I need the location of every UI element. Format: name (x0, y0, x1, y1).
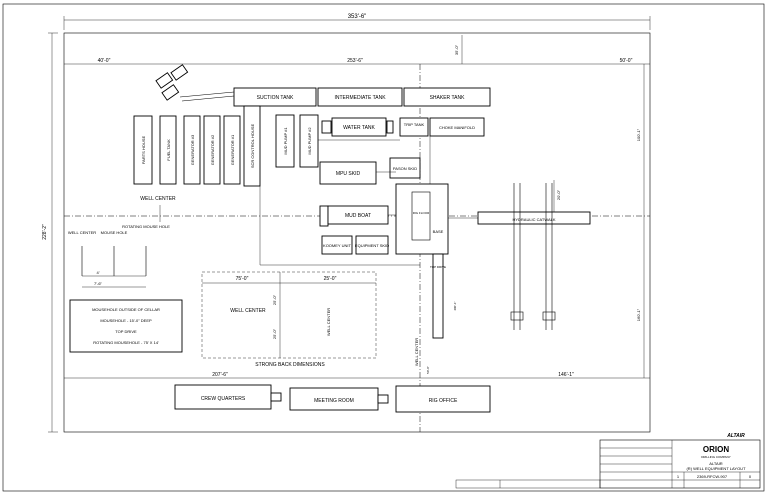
dim-top-vertical: 35'-0" (454, 44, 459, 55)
parts-house (133, 115, 153, 185)
dim-overall-width: 353'-6" (348, 14, 367, 20)
dim-right-lower: 160'-1" (636, 308, 641, 321)
top-drive-rail (432, 253, 444, 339)
dim-bottom-right: 146'-1" (558, 372, 574, 378)
dim-catwalk-offset: 20'-0" (556, 189, 561, 200)
pason-skid (389, 157, 421, 179)
generator-3-label: GENERATOR #3 (190, 134, 195, 165)
rig-office-label: RIG OFFICE (429, 398, 458, 404)
water-tank-label: WATER TANK (343, 125, 375, 131)
shaker-tank-label: SHAKER TANK (430, 95, 465, 101)
rig-floor-label: RIG FLOOR (413, 211, 430, 215)
dim-mh-h2: 7'-6" (94, 281, 103, 286)
fuel-tank-label: FUEL TANK (166, 139, 171, 161)
mud-pump-2 (299, 114, 319, 168)
water-tank (331, 117, 387, 137)
suction-tank-label: SUCTION TANK (257, 95, 294, 101)
fuel-tank (159, 115, 177, 185)
trip-tank-label: TRIP TANK (404, 122, 425, 127)
dim-right-upper: 100'-1" (636, 128, 641, 141)
generator-1 (223, 115, 241, 185)
shaker-tank (403, 87, 491, 107)
koomey-unit-label: KOOMEY UNIT (323, 243, 351, 248)
scr-house-label: SCR CONTROL HOUSE (250, 124, 255, 169)
strong-back-outline (201, 271, 377, 359)
strong-back-label: STRONG BACK DIMENSIONS (255, 362, 325, 368)
client-name: ALTAIR (709, 461, 723, 466)
dim-overall-height: 228'-2" (42, 224, 48, 240)
mud-pump-1 (275, 114, 295, 168)
piping-lines (259, 136, 478, 266)
dim-strongback-left: 75'-0" (236, 276, 249, 282)
mpu-skid (319, 161, 377, 185)
drawing-title: (R) WELL EQUIPMENT LAYOUT (686, 466, 746, 471)
choke-manifold (429, 117, 485, 137)
sheet-number: 1 (677, 474, 680, 479)
well-center-rig-label: WELL CENTER (414, 338, 419, 366)
dim-top-middle: 253'-6" (347, 58, 363, 64)
dim-top-left: 40'-0" (98, 58, 111, 64)
dim-strongback-v2: 25'-0" (272, 328, 277, 339)
mud-boat-label: MUD BOAT (345, 213, 371, 219)
brand-top: ALTAIR (726, 433, 745, 439)
meeting-room-label: MEETING ROOM (314, 398, 354, 404)
crew-quarters (174, 384, 272, 410)
mpu-skid-label: MPU SKID (336, 171, 361, 177)
dim-top-right: 50'-0" (620, 58, 633, 64)
dim-bottom-left: 207'-6" (212, 372, 228, 378)
mh-mouse-hole-label: MOUSE HOLE (101, 230, 128, 235)
suction-tank (233, 87, 317, 107)
parts-house-label: PARTS HOUSE (141, 136, 146, 165)
well-center-left-label: WELL CENTER (140, 196, 176, 202)
dim-strongback-v1: 25'-0" (272, 294, 277, 305)
dim-strongback-right: 25'-0" (324, 276, 337, 282)
note-line-3: TOP DRIVE (115, 329, 137, 334)
trip-tank (399, 117, 429, 137)
note-line-2: MOUSEHOLE - 15'-0" DEEP (100, 318, 152, 323)
revision: 0 (749, 474, 752, 479)
drawing-number: 2369-RFCW-907 (697, 474, 728, 479)
well-center-vertical-label: WELL CENTER (326, 308, 331, 336)
company-sub: DRILLING COMPANY (701, 455, 731, 459)
top-drive-label: TOP DRIVE (430, 265, 446, 269)
pipe-rack-icon (155, 64, 235, 102)
mud-pump-1-label: MUD PUMP #1 (283, 127, 288, 155)
pipe-racks (510, 183, 556, 330)
equipment-skid-label: EQUIPMENT SKID (355, 243, 389, 248)
generator-2 (203, 115, 221, 185)
substructure-base (395, 183, 449, 255)
mh-rotating-label: ROTATING MOUSE HOLE (122, 224, 170, 229)
crew-quarters-label: CREW QUARTERS (201, 396, 246, 402)
sheet-border (2, 3, 765, 492)
well-center-strongback-label: WELL CENTER (230, 308, 266, 314)
dim-well-to-pit: 50'-0" (426, 366, 430, 374)
note-line-1: MOUSEHOLE OUTSIDE OF CELLAR (92, 307, 160, 312)
mh-well-center-label: WELL CENTER (68, 230, 96, 235)
dim-center-v: 400'-1" (453, 301, 457, 310)
equipment-skid (355, 235, 389, 255)
catwalk-label: HYDRAULIC CATWALK (512, 217, 555, 222)
base-label: BASE (433, 229, 444, 234)
mousehole-diagram: WELL CENTER MOUSE HOLE ROTATING MOUSE HO… (68, 224, 170, 288)
koomey-unit (321, 235, 353, 255)
notes-box (69, 299, 183, 353)
site-outline (63, 32, 651, 433)
choke-manifold-label: CHOKE MANIFOLD (439, 125, 475, 130)
dim-mh-h1: 4' (97, 270, 100, 275)
generator-2-label: GENERATOR #2 (210, 134, 215, 165)
title-block: ALTAIR ORION DRILLING COMPANY ALTAIR (R)… (455, 433, 761, 489)
intermediate-tank-label: INTERMEDIATE TANK (334, 95, 386, 101)
generator-1-label: GENERATOR #1 (230, 134, 235, 165)
pason-skid-label: PASON SKID (393, 166, 417, 171)
company-name: ORION (703, 445, 729, 454)
mud-pump-2-label: MUD PUMP #2 (307, 127, 312, 155)
rig-office (395, 385, 491, 413)
intermediate-tank (317, 87, 403, 107)
scr-control-house (243, 105, 261, 187)
note-line-4: ROTATING MOUSEHOLE - 75' X 14' (93, 340, 159, 345)
generator-3 (183, 115, 201, 185)
